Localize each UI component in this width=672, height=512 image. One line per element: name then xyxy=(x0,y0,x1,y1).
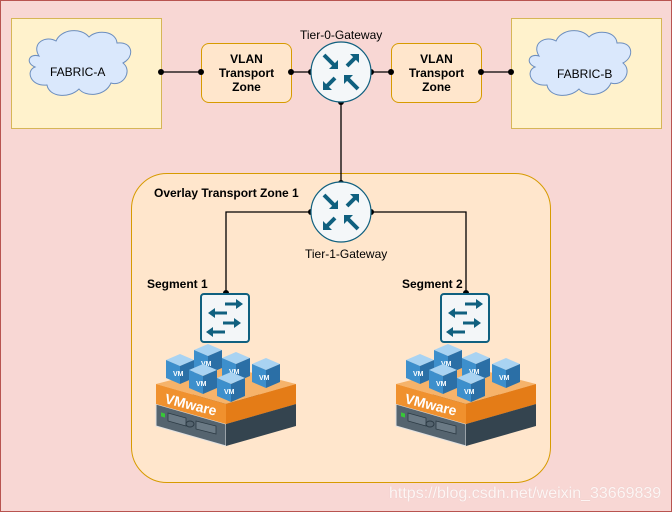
fabric-b-label: FABRIC-B xyxy=(557,67,613,81)
tier1-router-icon xyxy=(310,181,372,243)
vlan-right-line2: Transport xyxy=(408,66,465,80)
vlan-transport-zone-left[interactable]: VLAN Transport Zone xyxy=(201,43,292,103)
connector-lines xyxy=(161,71,511,293)
fabric-a-cloud xyxy=(28,30,132,96)
vlan-right-line1: VLAN xyxy=(420,52,453,66)
tier0-router-icon xyxy=(310,41,372,103)
fabric-a-label: FABRIC-A xyxy=(50,65,106,79)
vlan-right-line3: Zone xyxy=(422,80,451,94)
segment1-label: Segment 1 xyxy=(147,277,208,291)
vlan-left-line2: Transport xyxy=(218,66,275,80)
vlan-left-line1: VLAN xyxy=(230,52,263,66)
vlan-transport-zone-right[interactable]: VLAN Transport Zone xyxy=(391,43,482,103)
segment2-label: Segment 2 xyxy=(402,277,463,291)
segment2-vmware-host-icon: VMware xyxy=(395,344,537,447)
fabric-b-cloud xyxy=(528,30,632,96)
vlan-left-line3: Zone xyxy=(232,80,261,94)
watermark-url: https://blog.csdn.net/weixin_33669839 xyxy=(389,485,662,502)
segment1-switch-icon xyxy=(199,292,251,344)
segment2-switch-icon xyxy=(439,292,491,344)
segment1-vmware-host-icon: VMware xyxy=(155,344,297,447)
tier1-gateway-label: Tier-1-Gateway xyxy=(305,247,388,261)
overlay-zone-label: Overlay Transport Zone 1 xyxy=(154,186,299,200)
tier0-gateway-label: Tier-0-Gateway xyxy=(300,28,383,42)
